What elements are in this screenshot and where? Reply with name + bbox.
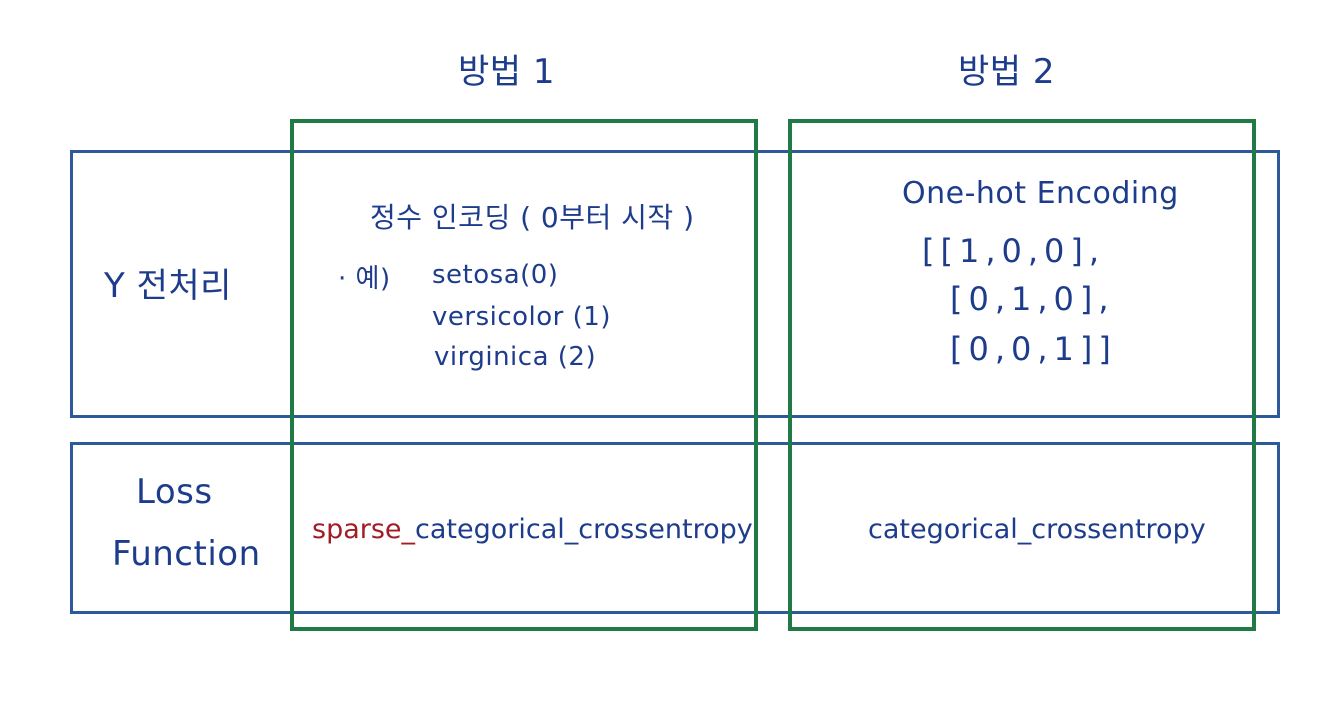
method1-example-virginica: virginica (2): [434, 342, 597, 372]
row-box-loss-function: [70, 442, 1280, 614]
column-box-method1: [290, 119, 758, 631]
method2-matrix-line2: [0,1,0],: [950, 280, 1115, 318]
column-header-method2: 방법 2: [958, 52, 1055, 92]
method1-loss-name: categorical_crossentropy: [415, 514, 753, 545]
method2-title: One-hot Encoding: [902, 176, 1179, 211]
row-label-loss-line1: Loss: [136, 472, 213, 512]
column-box-method2: [788, 119, 1256, 631]
column-header-method1: 방법 1: [458, 52, 555, 92]
method1-loss: sparse_categorical_crossentropy: [312, 514, 753, 545]
method1-title: 정수 인코딩 ( 0부터 시작 ): [370, 201, 695, 234]
method1-example-prefix: · 예): [338, 264, 391, 294]
row-box-y-preprocessing: [70, 150, 1280, 418]
method1-example-setosa: setosa(0): [432, 260, 559, 290]
method1-example-versicolor: versicolor (1): [432, 302, 611, 332]
method2-matrix-line3: [0,0,1]]: [950, 330, 1117, 368]
method2-loss: categorical_crossentropy: [868, 514, 1206, 545]
method1-loss-sparse-prefix: sparse_: [312, 514, 416, 545]
row-label-y-preprocessing: Y 전처리: [104, 266, 232, 306]
row-label-loss-line2: Function: [112, 534, 261, 574]
method2-matrix-line1: [[1,0,0],: [922, 232, 1106, 270]
